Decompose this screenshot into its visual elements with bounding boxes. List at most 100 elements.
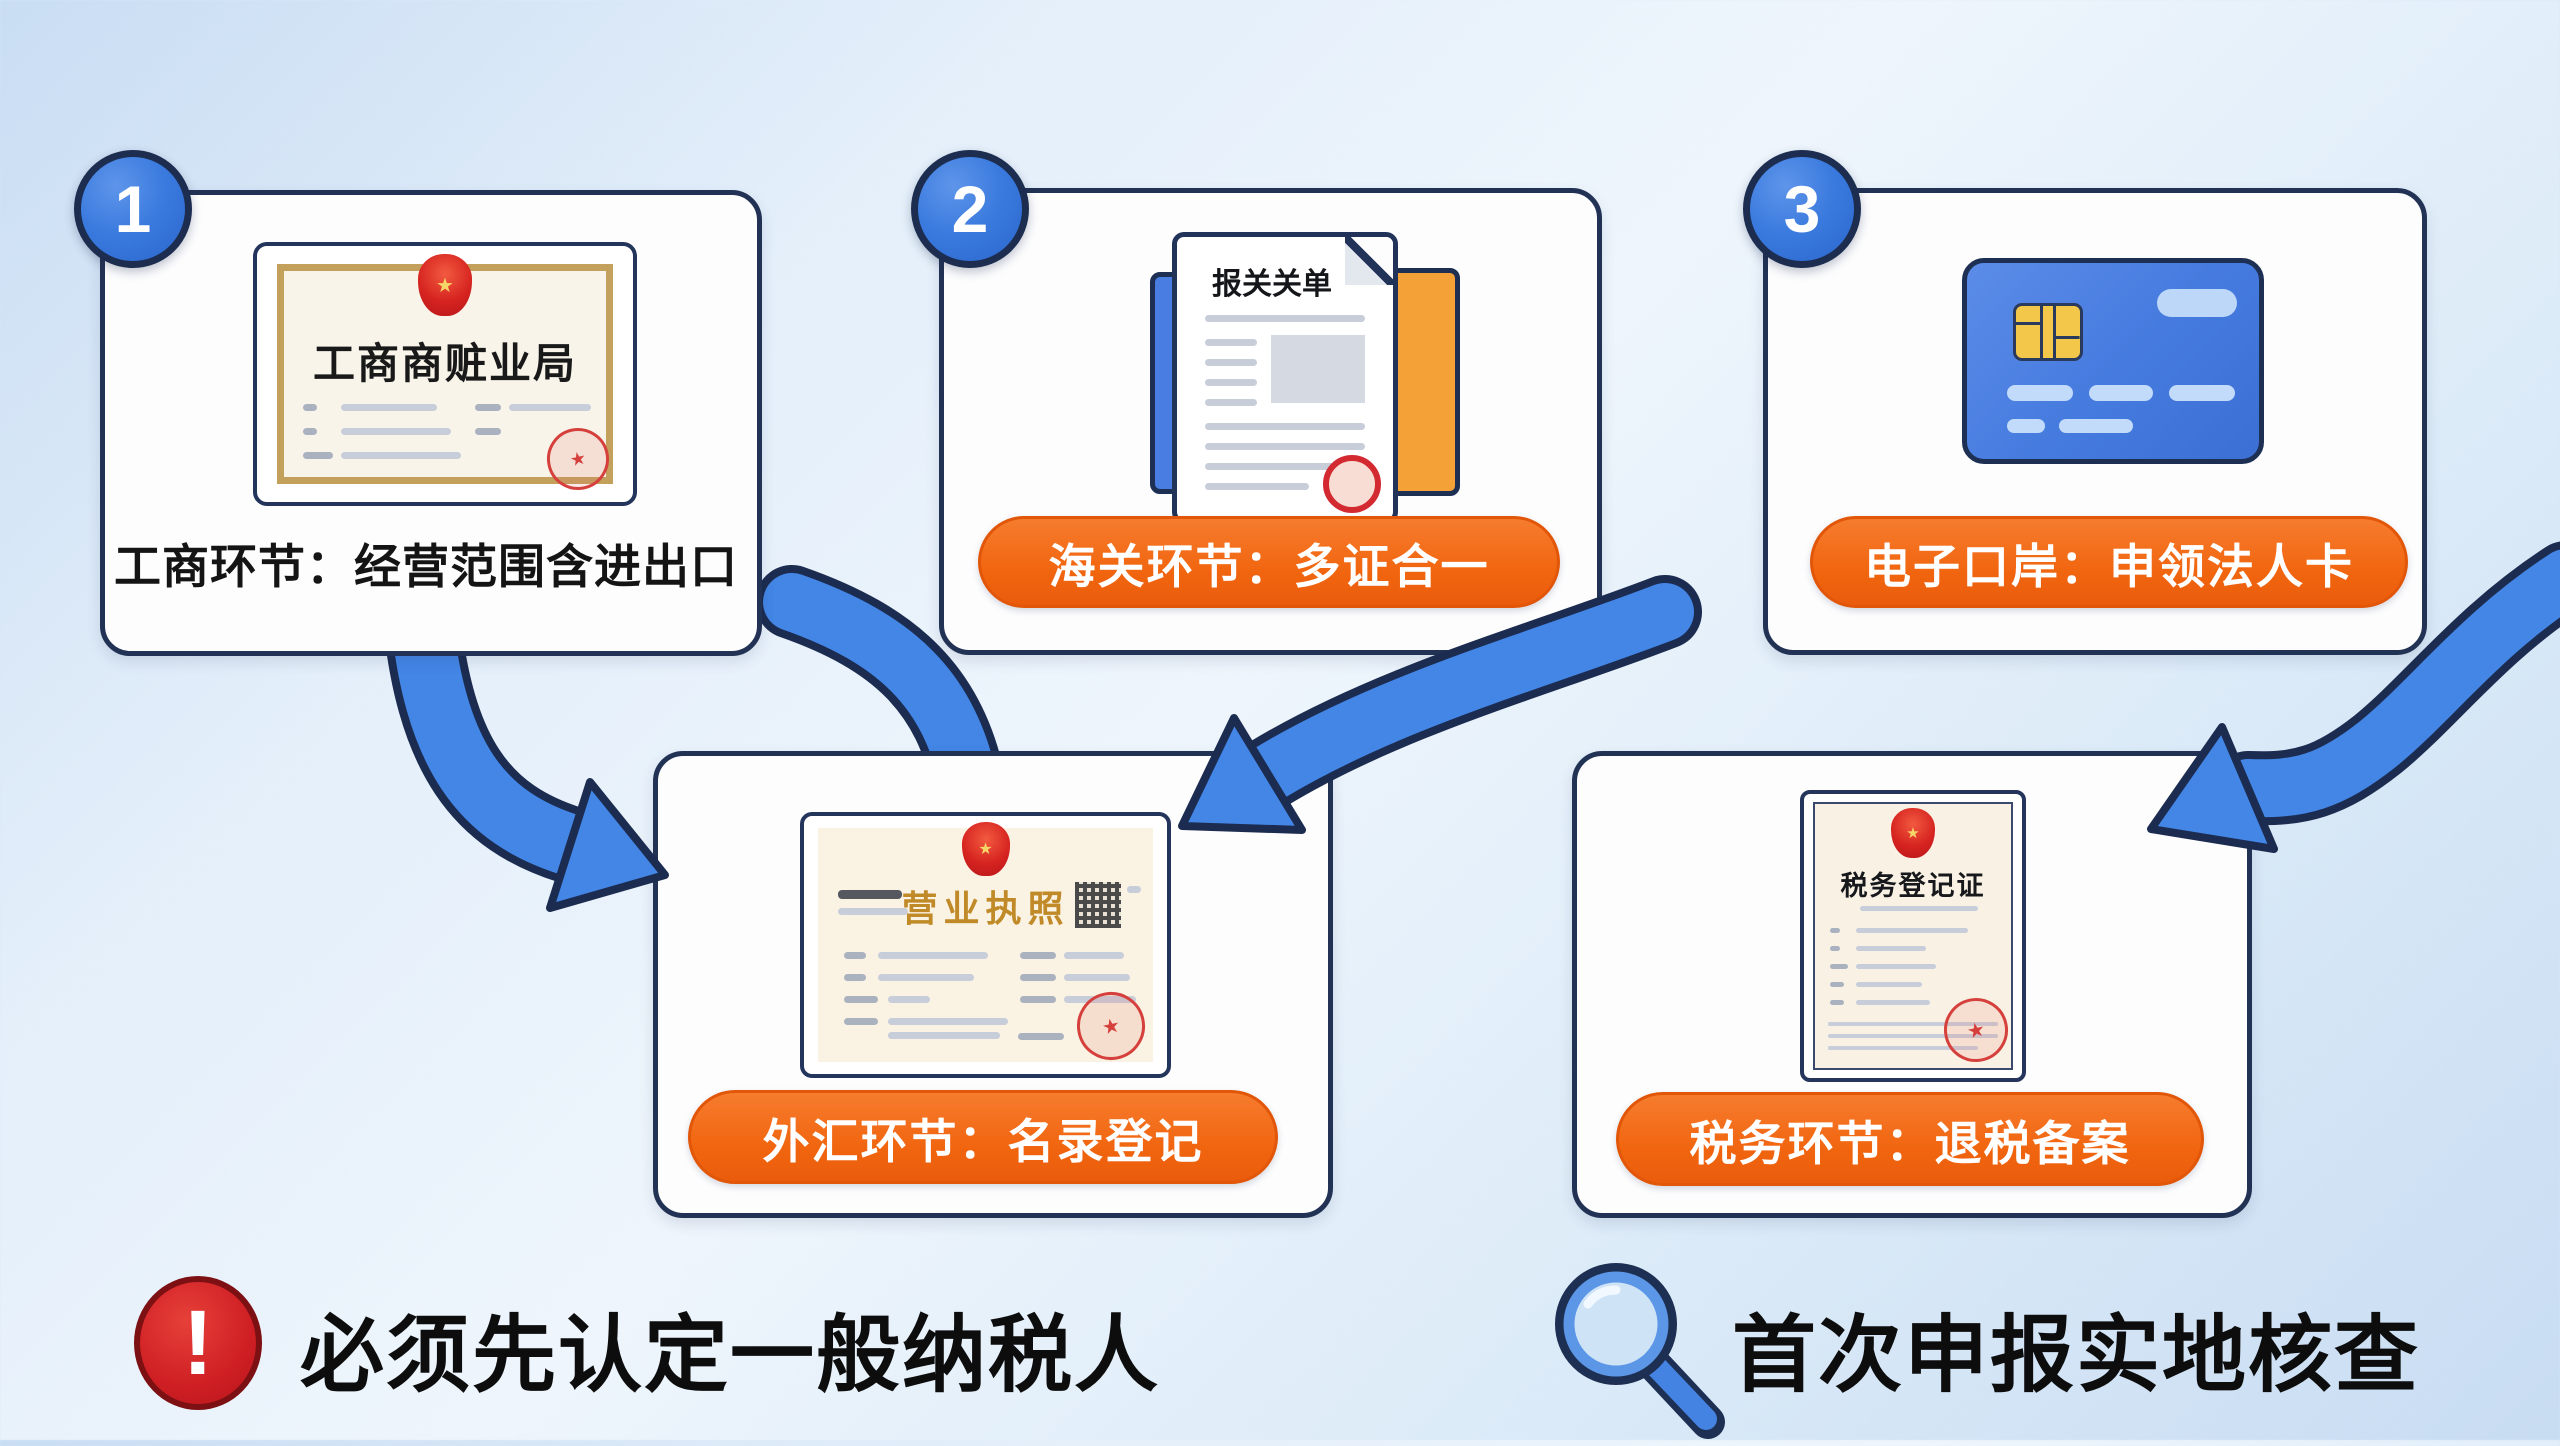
card-number-pill bbox=[2157, 289, 2237, 317]
arrowhead-to-step4-right bbox=[1178, 714, 1306, 834]
cert-text-line bbox=[341, 428, 451, 435]
arrowhead-to-step5 bbox=[2147, 723, 2278, 853]
cert-text-line bbox=[303, 452, 333, 459]
cert-text-line bbox=[1860, 906, 1978, 911]
doc-line bbox=[1205, 443, 1365, 450]
inspection-text: 首次申报实地核查 bbox=[1732, 1308, 2421, 1402]
arrow-step3-to-step5 bbox=[2219, 549, 2560, 818]
cert-text-line bbox=[1830, 982, 1844, 987]
cert-text-line bbox=[1018, 1033, 1064, 1040]
cert-text-line bbox=[341, 452, 461, 459]
document-stack-icon: 报关关单 bbox=[1150, 232, 1460, 524]
cert-text-line bbox=[1856, 964, 1936, 969]
step2-number: 2 bbox=[951, 172, 989, 246]
ic-card-icon bbox=[1962, 258, 2264, 464]
card-line bbox=[2007, 385, 2073, 401]
doc-image-block bbox=[1271, 335, 1365, 403]
step5-label: 税务环节：退税备案 bbox=[1689, 1116, 2131, 1170]
cert-text-line bbox=[1830, 928, 1840, 933]
doc-line bbox=[1205, 463, 1365, 470]
doc-line bbox=[1205, 399, 1257, 406]
doc-line bbox=[1205, 423, 1365, 430]
declaration-paper: 报关关单 bbox=[1172, 232, 1398, 524]
step3-number-badge: 3 bbox=[1743, 150, 1861, 268]
certificate-title: 税务登记证 bbox=[1840, 871, 1986, 901]
tax-registration-certificate-image: 税务登记证 bbox=[1800, 790, 2026, 1082]
cert-text-line bbox=[1020, 996, 1056, 1003]
cert-text-line bbox=[1828, 1046, 1978, 1050]
national-emblem-icon bbox=[1891, 808, 1935, 858]
cert-text-line bbox=[1064, 952, 1124, 959]
cert-text-line bbox=[303, 428, 317, 435]
magnifier-icon bbox=[1555, 1263, 1725, 1439]
national-emblem-icon bbox=[418, 254, 472, 316]
step1-caption: 工商环节：经营范围含进出口 bbox=[114, 540, 738, 593]
arrowhead-to-step4-left bbox=[546, 778, 669, 912]
qr-code-icon bbox=[1075, 882, 1121, 928]
cert-text-line bbox=[1830, 964, 1848, 969]
cert-text-line bbox=[475, 428, 501, 435]
cert-text-line bbox=[844, 952, 866, 959]
cert-text-line bbox=[1127, 886, 1141, 893]
cert-text-line bbox=[1828, 1022, 1998, 1026]
cert-text-line bbox=[1064, 974, 1130, 981]
step4-label-pill: 外汇环节：名录登记 bbox=[688, 1090, 1278, 1184]
certificate-title: 工商商赃业局 bbox=[312, 340, 577, 387]
step2-number-badge: 2 bbox=[911, 150, 1029, 268]
exclamation-icon: ! bbox=[134, 1276, 262, 1410]
step3-label: 电子口岸：申领法人卡 bbox=[1864, 539, 2354, 593]
certificate-title: 营业执照 bbox=[901, 888, 1070, 929]
cert-text-line bbox=[1856, 982, 1922, 987]
cert-text-line bbox=[838, 908, 908, 915]
doc-line bbox=[1205, 359, 1257, 366]
cert-text-line bbox=[878, 974, 974, 981]
national-emblem-icon bbox=[961, 822, 1010, 876]
red-seal-icon bbox=[1323, 455, 1381, 513]
cert-text-line bbox=[1856, 946, 1926, 951]
business-license-certificate-image: 营业执照 bbox=[800, 812, 1171, 1078]
step3-number: 3 bbox=[1783, 172, 1821, 246]
card-line bbox=[2007, 419, 2045, 433]
doc-line bbox=[1205, 339, 1257, 346]
arrow-step1-to-step4 bbox=[389, 569, 601, 876]
step2-label-pill: 海关环节：多证合一 bbox=[978, 516, 1560, 608]
card-line bbox=[2059, 419, 2133, 433]
cert-text-line bbox=[1856, 1000, 1930, 1005]
step5-label-pill: 税务环节：退税备案 bbox=[1616, 1092, 2204, 1186]
cert-text-line bbox=[878, 952, 988, 959]
warning-text: 必须先认定一般纳税人 bbox=[300, 1308, 1161, 1402]
cert-text-line bbox=[844, 974, 866, 981]
business-license-image: 工商商赃业局 bbox=[253, 242, 637, 506]
cert-text-line bbox=[1830, 946, 1840, 951]
cert-text-line bbox=[844, 996, 878, 1003]
arrow-step3-to-step4 bbox=[1239, 583, 1694, 803]
cert-text-line bbox=[509, 404, 591, 411]
cert-text-line bbox=[1020, 974, 1056, 981]
step1-number-badge: 1 bbox=[74, 150, 192, 268]
step2-label: 海关环节：多证合一 bbox=[1048, 539, 1490, 593]
cert-text-line bbox=[844, 1018, 878, 1025]
doc-line bbox=[1205, 315, 1365, 322]
cert-text-line bbox=[303, 404, 317, 411]
card-line bbox=[2169, 385, 2235, 401]
document-title: 报关关单 bbox=[1212, 268, 1333, 301]
cert-text-line bbox=[1856, 928, 1968, 933]
cert-text-line bbox=[888, 1032, 1000, 1039]
cert-text-line bbox=[475, 404, 501, 411]
card-line bbox=[2089, 385, 2153, 401]
folded-corner-icon bbox=[1345, 237, 1393, 285]
cert-text-line bbox=[838, 890, 902, 899]
cert-text-line bbox=[341, 404, 437, 411]
cert-text-line bbox=[1828, 1034, 1998, 1038]
step4-label: 外汇环节：名录登记 bbox=[762, 1114, 1204, 1168]
cert-text-line bbox=[888, 996, 930, 1003]
cert-text-line bbox=[1020, 952, 1056, 959]
doc-line bbox=[1205, 379, 1257, 386]
cert-text-line bbox=[1830, 1000, 1844, 1005]
step1-number: 1 bbox=[114, 172, 152, 246]
doc-line bbox=[1205, 483, 1309, 490]
step3-label-pill: 电子口岸：申领法人卡 bbox=[1810, 516, 2408, 608]
cert-text-line bbox=[888, 1018, 1008, 1025]
